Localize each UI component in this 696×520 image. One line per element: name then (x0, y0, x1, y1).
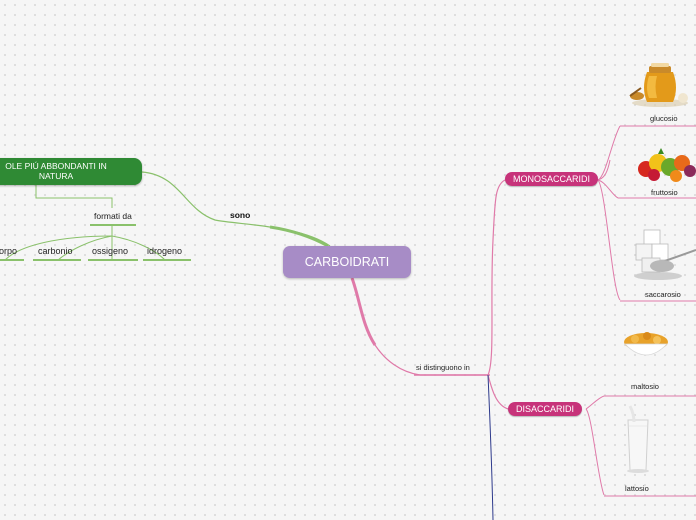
link-mono-fruttosio (597, 179, 619, 199)
element-carbonio[interactable]: carbonio (38, 246, 73, 256)
link-mono-saccarosio (597, 179, 621, 301)
link-di-lattosio (585, 408, 605, 496)
link-distinguono-thick (350, 277, 377, 346)
link-to-disaccaridi (487, 374, 509, 410)
link-navy (487, 374, 494, 520)
link-to-orpo (4, 235, 113, 261)
central-topic-label: CARBOIDRATI (304, 255, 390, 269)
central-topic-carboidrati[interactable]: CARBOIDRATI (283, 246, 411, 278)
item-glucosio[interactable]: glucosio (650, 114, 678, 123)
link-label-si-distinguono: si distinguono in (416, 363, 470, 372)
link-mono-glucosio (597, 125, 621, 181)
item-fruttosio[interactable]: fruttosio (651, 188, 678, 197)
topic-molecole-line2: NATURA (38, 171, 74, 181)
link-label-sono: sono (230, 210, 251, 220)
sugar-cubes-icon (634, 229, 696, 280)
topic-molecole-line1: OLE PIÚ ABBONDANTI IN (5, 161, 107, 171)
item-saccarosio[interactable]: saccarosio (645, 290, 681, 299)
monosaccaridi-label: MONOSACCARIDI (513, 174, 591, 184)
milk-glass-icon (627, 405, 649, 473)
link-topic-formati (35, 185, 113, 208)
element-idrogeno[interactable]: idrogeno (147, 246, 183, 256)
link-label-formati-da: formati da (94, 211, 132, 221)
topic-monosaccaridi[interactable]: MONOSACCARIDI (505, 172, 599, 186)
element-orpo[interactable]: orpo (0, 246, 18, 256)
topic-disaccaridi[interactable]: DISACCARIDI (508, 402, 583, 416)
link-to-carbonio (57, 235, 113, 261)
link-di-maltosio (585, 395, 605, 410)
element-ossigeno[interactable]: ossigeno (92, 246, 129, 256)
item-maltosio[interactable]: maltosio (631, 382, 659, 391)
link-to-monosaccaridi (487, 179, 506, 376)
honey-jar-icon (629, 63, 688, 107)
disaccaridi-label: DISACCARIDI (516, 404, 575, 414)
fruit-basket-icon (638, 148, 696, 182)
link-to-idrogeno (111, 235, 166, 261)
item-lattosio[interactable]: lattosio (625, 484, 649, 493)
link-sono-thick (269, 225, 329, 248)
cornflakes-bowl-icon (624, 332, 668, 356)
link-mono-bracket (595, 159, 611, 181)
topic-molecole[interactable]: OLE PIÚ ABBONDANTI IN NATURA (0, 158, 142, 185)
